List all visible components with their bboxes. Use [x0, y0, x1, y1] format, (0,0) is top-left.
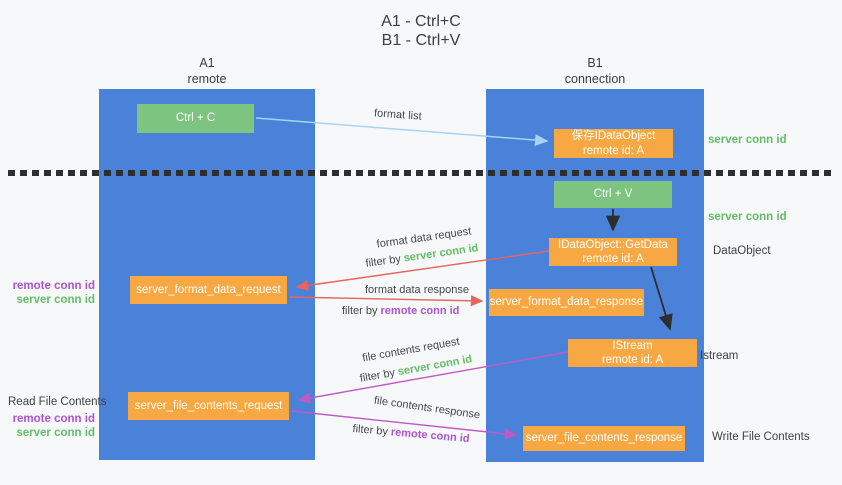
istream-box: IStream remote id: A	[568, 339, 697, 367]
server-format-data-request-box: server_format_data_request	[130, 276, 287, 304]
dataobject-annotation: DataObject	[713, 245, 771, 257]
save-idataobject-line1: 保存IDataObject	[571, 130, 656, 143]
format-list-label: format list	[373, 107, 423, 123]
filter-by-remote-conn-id-label-1: filter by remote conn id	[342, 305, 459, 317]
column-a-name: A1	[199, 56, 215, 70]
server-format-data-response-box: server_format_data_response	[489, 289, 644, 316]
idataobject-getdata-line1: IDataObject::GetData	[558, 238, 668, 251]
ctrl-v-box: Ctrl + V	[554, 181, 672, 208]
column-b-header: B1 connection	[486, 55, 704, 88]
mid-left-conn-id-block: remote conn id server conn id	[8, 279, 95, 308]
format-data-response-arrow	[288, 295, 484, 307]
server-file-contents-request-box: server_file_contents_request	[128, 392, 289, 420]
server-conn-id-annotation-bottom: server conn id	[16, 427, 95, 440]
ctrl-c-box: Ctrl + C	[137, 104, 254, 133]
server-format-data-request-label: server_format_data_request	[136, 283, 281, 296]
server-format-data-response-label: server_format_data_response	[489, 296, 644, 309]
remote-conn-id-annotation-bottom: remote conn id	[12, 413, 95, 425]
bottom-left-conn-id-block: remote conn id server conn id	[8, 412, 95, 441]
diagram-title: A1 - Ctrl+C B1 - Ctrl+V	[0, 12, 842, 50]
column-a-subtitle: remote	[187, 72, 227, 87]
istream-line1: IStream	[612, 339, 653, 352]
server-conn-id-annotation-mid-left: server conn id	[16, 294, 95, 307]
filter-by-text: filter by	[342, 305, 378, 317]
timeline-divider	[8, 170, 834, 176]
server-file-contents-response-box: server_file_contents_response	[523, 426, 685, 451]
filter-by-remote-conn-id-label-2: filter by remote conn id	[351, 423, 472, 445]
read-file-contents-annotation: Read File Contents	[8, 396, 107, 408]
server-file-contents-response-label: server_file_contents_response	[525, 432, 683, 445]
server-conn-id-annotation-mid: server conn id	[708, 211, 787, 223]
server-conn-id-text: server conn id	[396, 353, 474, 379]
idataobject-getdata-box: IDataObject::GetData remote id: A	[549, 238, 677, 266]
column-b-subtitle: connection	[564, 72, 626, 87]
write-file-contents-annotation: Write File Contents	[712, 431, 810, 443]
save-idataobject-line2: remote id: A	[582, 144, 645, 157]
idataobject-getdata-line2: remote id: A	[582, 253, 644, 265]
column-a-header: A1 remote	[99, 55, 315, 88]
ctrl-c-label: Ctrl + C	[175, 112, 216, 125]
server-conn-id-annotation-top: server conn id	[708, 134, 787, 146]
filter-by-text: filter by	[358, 366, 396, 385]
istream-line2: remote id: A	[601, 354, 664, 366]
column-b-name: B1	[587, 56, 603, 70]
format-data-response-label: format data response	[365, 284, 469, 296]
ctrl-v-label: Ctrl + V	[593, 188, 633, 201]
filter-by-text: filter by	[364, 253, 402, 270]
server-file-contents-request-label: server_file_contents_request	[134, 399, 283, 412]
save-idataobject-box: 保存IDataObject remote id: A	[554, 129, 673, 158]
remote-conn-id-text: remote conn id	[380, 305, 460, 317]
istream-annotation: Istream	[700, 350, 739, 362]
filter-by-text: filter by	[352, 422, 389, 438]
title-line-1: A1 - Ctrl+C	[381, 13, 461, 30]
server-conn-id-text: server conn id	[402, 242, 480, 265]
title-line-2: B1 - Ctrl+V	[381, 32, 461, 50]
remote-conn-id-annotation-mid: remote conn id	[12, 280, 95, 292]
remote-conn-id-text: remote conn id	[390, 426, 470, 446]
file-contents-response-label: file contents response	[373, 394, 481, 422]
